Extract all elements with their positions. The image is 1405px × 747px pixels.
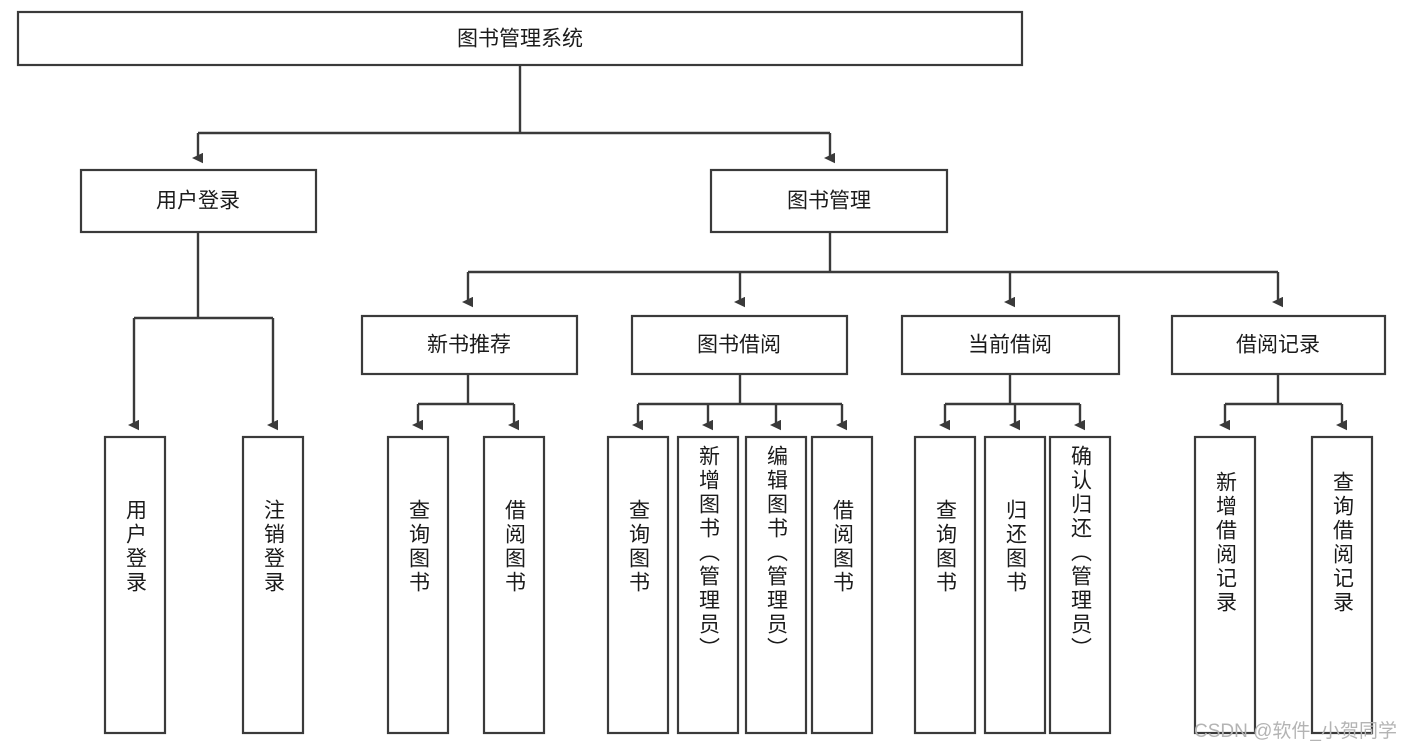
node-book-borrow[interactable]: 图书借阅 — [630, 314, 849, 376]
node-root-box[interactable] — [16, 10, 1024, 67]
connector-layer — [128, 65, 1347, 431]
node-new-book-recommend[interactable]: 新书推荐 — [360, 314, 579, 376]
node-current-borrow[interactable]: 当前借阅 — [900, 314, 1121, 376]
node-current-borrow-label: 当前借阅 — [968, 334, 1052, 357]
leaf-box-new-book-2[interactable] — [482, 435, 546, 735]
leaf-box-current-borrow-1[interactable] — [913, 435, 977, 735]
node-user-login-label: 用户登录 — [156, 190, 240, 213]
leaf-box-borrow-record-1[interactable] — [1193, 435, 1257, 735]
leaf-box-book-borrow-1[interactable] — [606, 435, 670, 735]
leaf-box-user-login-2[interactable] — [241, 435, 305, 735]
node-user-login-box[interactable] — [79, 168, 318, 234]
node-book-manage-box[interactable] — [709, 168, 949, 234]
node-book-borrow-box[interactable] — [630, 314, 849, 376]
leaf-boxes — [103, 435, 1374, 735]
leaf-box-book-borrow-4[interactable] — [810, 435, 874, 735]
leaf-box-borrow-record-2[interactable] — [1310, 435, 1374, 735]
leaf-box-current-borrow-2[interactable] — [983, 435, 1047, 735]
leaf-box-user-login-1[interactable] — [103, 435, 167, 735]
node-borrow-record-label: 借阅记录 — [1236, 334, 1320, 357]
node-new-book-recommend-box[interactable] — [360, 314, 579, 376]
leaf-box-book-borrow-3[interactable] — [744, 435, 808, 735]
node-book-manage-label: 图书管理 — [787, 190, 871, 213]
node-borrow-record-box[interactable] — [1170, 314, 1387, 376]
node-borrow-record[interactable]: 借阅记录 — [1170, 314, 1387, 376]
node-current-borrow-box[interactable] — [900, 314, 1121, 376]
leaf-box-current-borrow-3[interactable] — [1048, 435, 1112, 735]
node-root[interactable]: 图书管理系统 — [16, 10, 1024, 67]
leaf-box-book-borrow-2[interactable] — [676, 435, 740, 735]
leaf-box-new-book-1[interactable] — [386, 435, 450, 735]
node-root-label: 图书管理系统 — [457, 28, 583, 51]
node-book-borrow-label: 图书借阅 — [697, 334, 781, 357]
node-user-login[interactable]: 用户登录 — [79, 168, 318, 234]
node-new-book-recommend-label: 新书推荐 — [427, 334, 511, 357]
node-book-manage[interactable]: 图书管理 — [709, 168, 949, 234]
